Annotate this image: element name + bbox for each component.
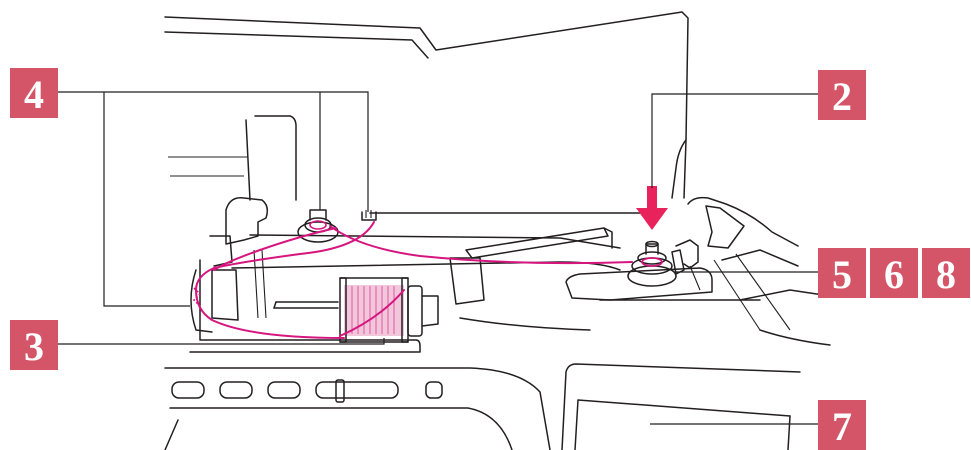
- spool-cap: [449, 257, 485, 305]
- callout-badge-7: 7: [818, 400, 866, 450]
- machine-body: [164, 11, 801, 450]
- guide-bar: [465, 227, 613, 259]
- callout-badge-5: 5: [818, 248, 866, 298]
- svg-text:3: 3: [24, 324, 44, 369]
- callout-badge-8: 8: [922, 248, 970, 298]
- svg-text:7: 7: [832, 404, 852, 449]
- control-buttons: [171, 379, 443, 403]
- svg-text:2: 2: [832, 74, 852, 119]
- callout-badge-4: 4: [10, 68, 58, 118]
- bobbin-winder: [565, 239, 713, 301]
- callout-badge-6: 6: [870, 248, 918, 298]
- callout-badge-3: 3: [10, 320, 58, 370]
- svg-text:8: 8: [936, 252, 956, 297]
- thread-guide-hook: [361, 210, 377, 221]
- svg-text:5: 5: [832, 252, 852, 297]
- down-arrow-icon: [636, 186, 668, 230]
- pre-tension-disc: [297, 209, 339, 243]
- callout-badge-2: 2: [818, 70, 866, 120]
- spool-pin: [273, 285, 439, 337]
- callout-leader-lines: [58, 91, 818, 425]
- thread-spool: [339, 277, 409, 343]
- svg-text:4: 4: [24, 72, 44, 117]
- svg-text:6: 6: [884, 252, 904, 297]
- thread-path: [192, 221, 633, 339]
